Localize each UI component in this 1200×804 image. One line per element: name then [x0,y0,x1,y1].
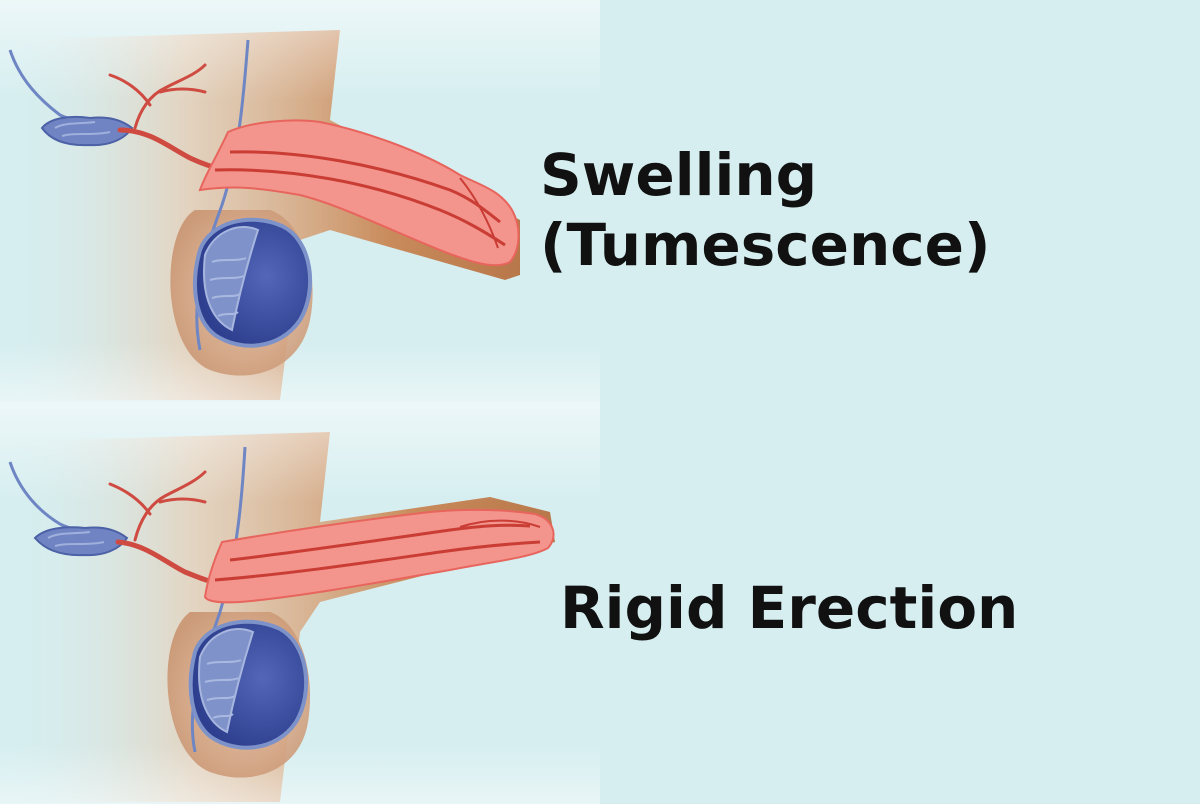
rigid-erection-illustration [0,402,600,804]
stage-label-line-2: (Tumescence) [540,210,991,279]
erectile-tissue [203,508,555,604]
erectile-tissue [198,119,520,267]
tumescence-illustration [0,0,600,402]
stage-label-line-1: Rigid Erection [560,574,1019,642]
stage-label-line-1: Swelling [540,141,818,209]
stage-label-rigid-erection: Rigid Erection [560,574,1018,644]
stage-label-tumescence: Swelling (Tumescence) [540,141,991,280]
